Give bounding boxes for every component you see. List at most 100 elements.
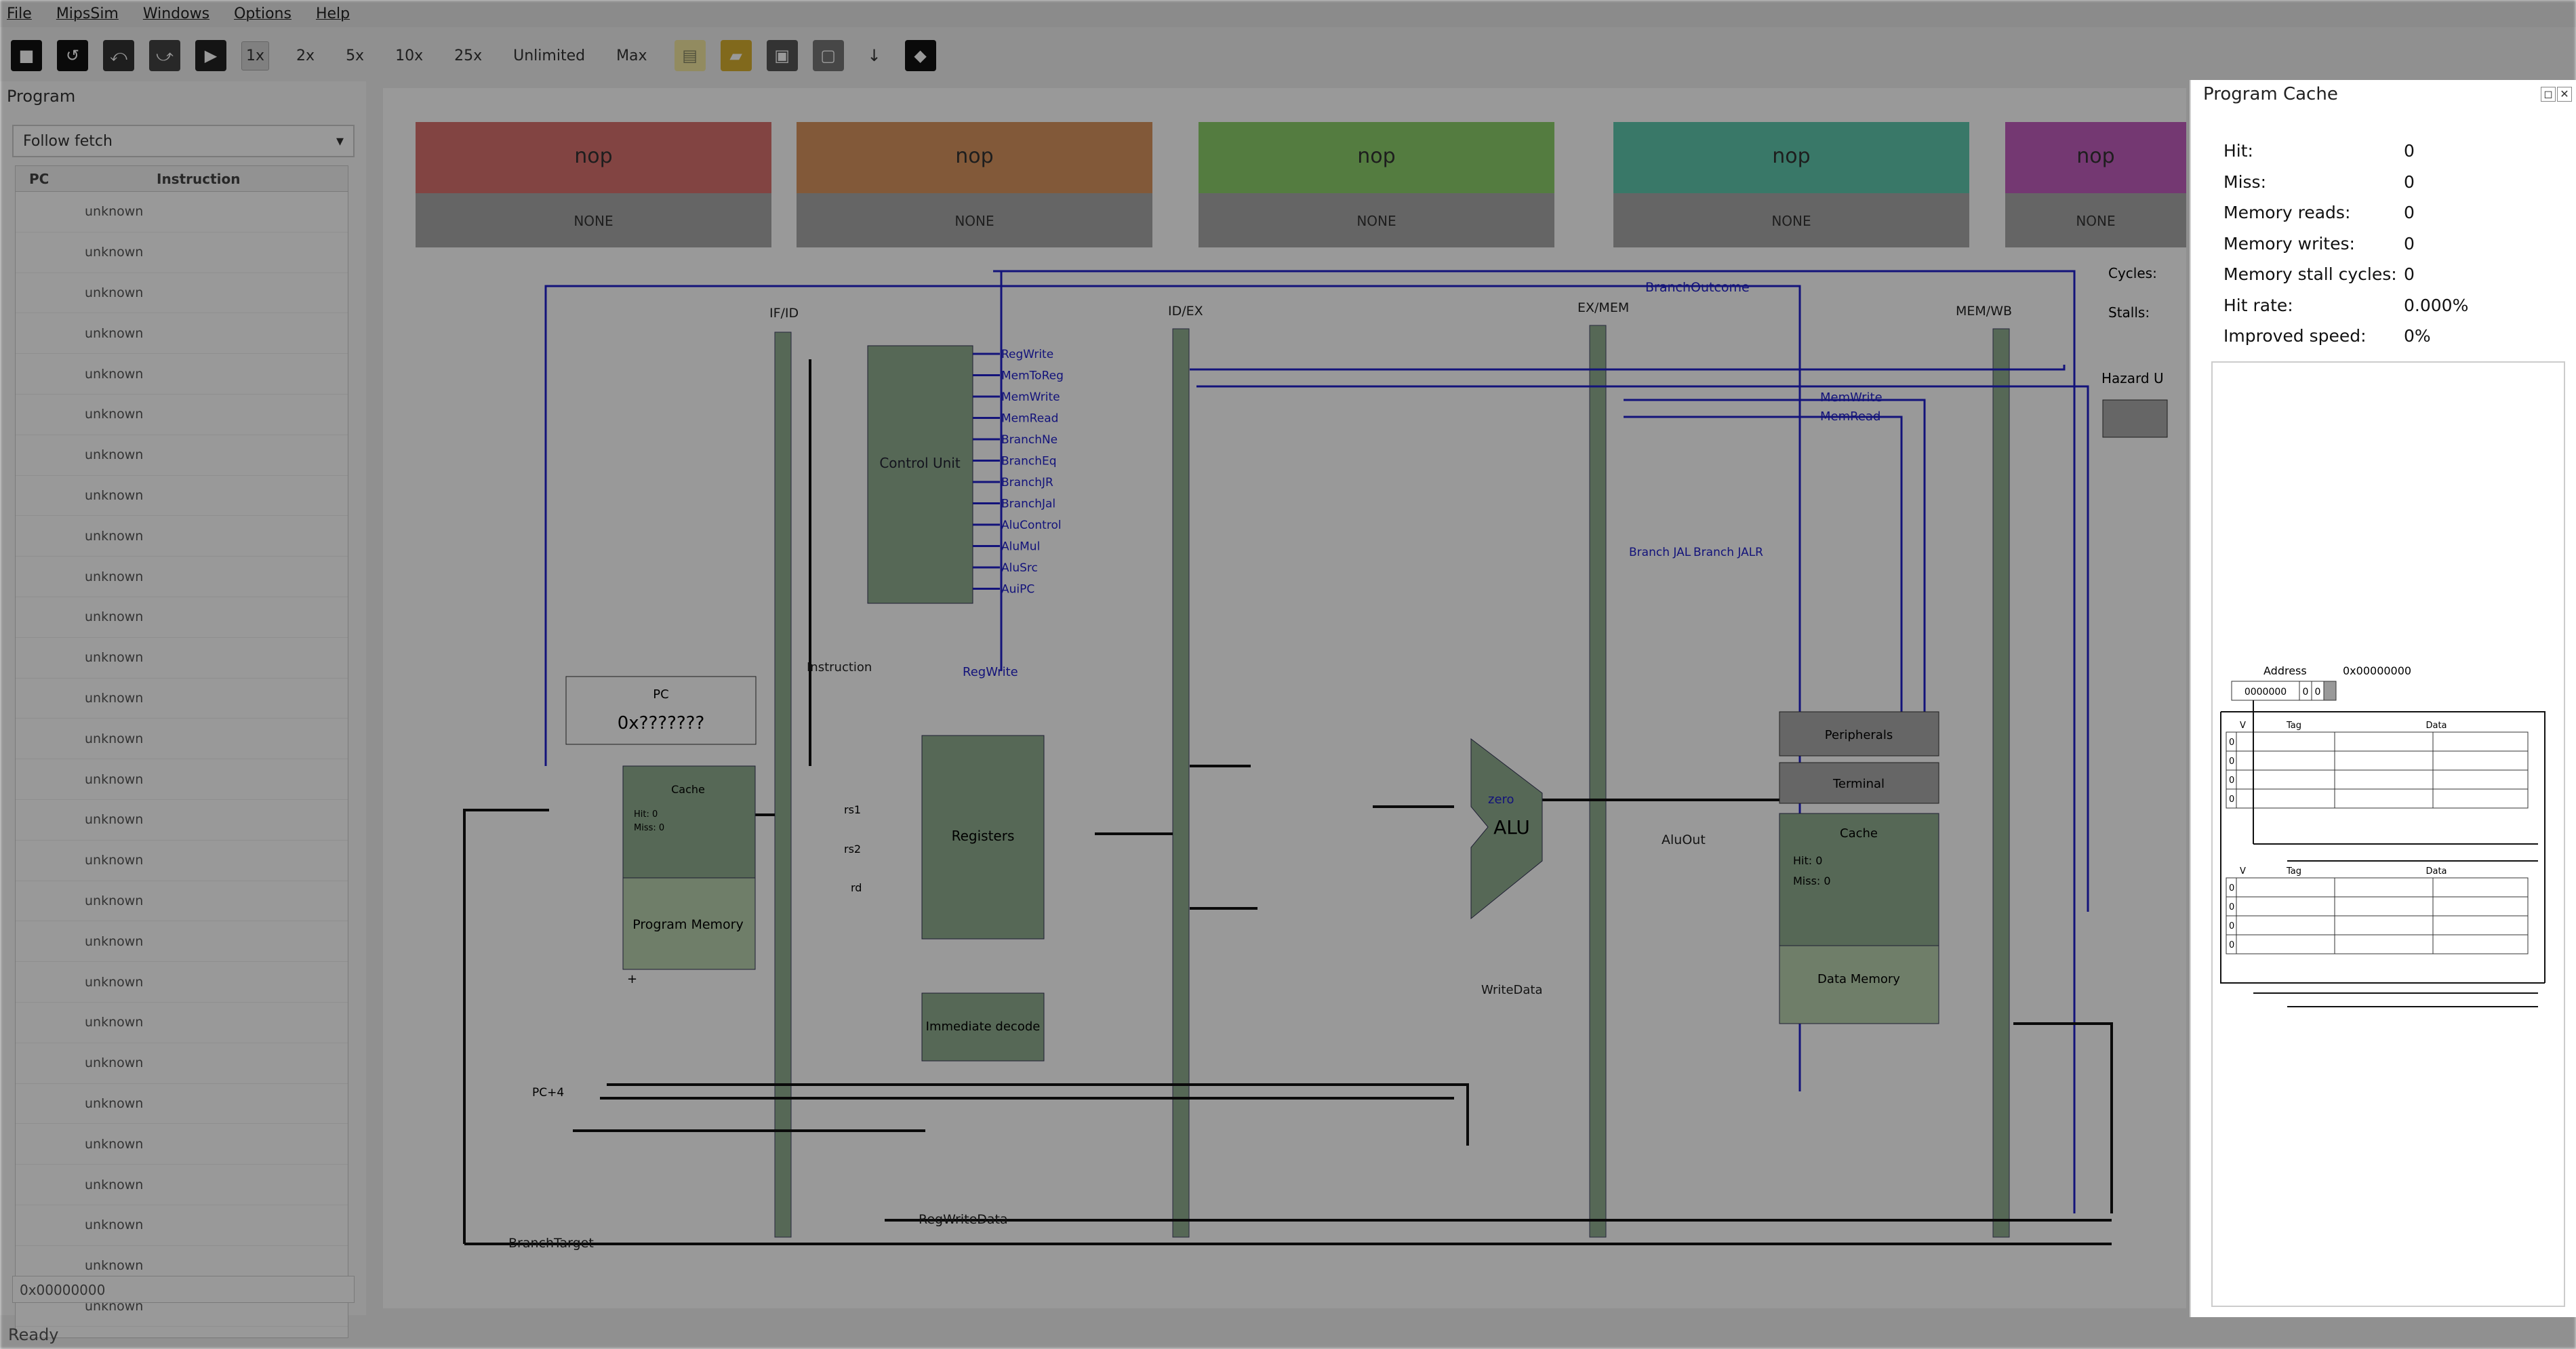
float-icon[interactable]: ◻ xyxy=(2541,87,2556,102)
program-row[interactable]: unknown xyxy=(16,273,348,314)
open-folder-icon[interactable]: ▰ xyxy=(720,40,752,71)
speed-5x[interactable]: 5x xyxy=(346,47,365,64)
speed-25x[interactable]: 25x xyxy=(454,47,483,64)
peripherals-label: Peripherals xyxy=(1825,728,1893,742)
program-row[interactable]: unknown xyxy=(16,638,348,679)
program-row-instruction: unknown xyxy=(85,731,144,746)
save-icon[interactable]: ▣ xyxy=(766,40,798,71)
pin-icon[interactable]: ↓ xyxy=(867,46,881,65)
speed-2x[interactable]: 2x xyxy=(296,47,315,64)
program-row[interactable]: unknown xyxy=(16,1003,348,1043)
speed-unlimited[interactable]: Unlimited xyxy=(513,47,586,64)
program-row[interactable]: unknown xyxy=(16,800,348,841)
memread-label: MemRead xyxy=(1820,409,1880,424)
data-cache-miss: Miss: 0 xyxy=(1793,874,1831,887)
step-icon[interactable]: ⤻ xyxy=(149,40,180,71)
cache-stat-label: Miss: xyxy=(2223,172,2266,192)
menu-file[interactable]: File xyxy=(7,5,32,22)
stage-2-status: NONE xyxy=(1356,213,1396,229)
program-row-instruction: unknown xyxy=(85,771,144,787)
program-row[interactable]: unknown xyxy=(16,962,348,1003)
program-row[interactable]: unknown xyxy=(16,395,348,435)
immediate-decode-label: Immediate decode xyxy=(926,1020,1041,1034)
cache-addr-tag-field xyxy=(2231,681,2300,701)
program-row-instruction: unknown xyxy=(85,690,144,706)
program-row[interactable]: unknown xyxy=(16,192,348,233)
program-row[interactable]: unknown xyxy=(16,1043,348,1084)
program-row-instruction: unknown xyxy=(85,285,144,300)
tag-icon[interactable]: ◆ xyxy=(904,40,936,71)
program-row[interactable]: unknown xyxy=(16,516,348,557)
program-row-instruction: unknown xyxy=(85,204,144,220)
program-row[interactable]: unknown xyxy=(16,1084,348,1125)
new-file-icon[interactable]: ▤ xyxy=(674,40,706,71)
menu-bar: File MipsSim Windows Options Help xyxy=(0,0,2576,27)
cache-way-0-valid-bit: 0 xyxy=(2229,794,2234,805)
close-icon[interactable]: ✕ xyxy=(2557,87,2572,102)
cache-way-1-valid-bit: 0 xyxy=(2229,921,2234,931)
menu-help[interactable]: Help xyxy=(315,5,350,22)
reset-icon[interactable]: ↺ xyxy=(57,40,88,71)
program-row[interactable]: unknown xyxy=(16,557,348,597)
program-row-instruction: unknown xyxy=(85,528,144,544)
cache-way-1-cell xyxy=(2432,915,2529,935)
control-signal-label: BranchJal xyxy=(1001,498,1055,511)
write-data-label: WriteData xyxy=(1481,983,1543,997)
pipeline-register-mem-wb xyxy=(1992,328,2010,1238)
run-icon[interactable]: ▶ xyxy=(195,40,226,71)
program-row[interactable]: unknown xyxy=(16,1205,348,1246)
peripherals-block xyxy=(1779,711,1939,757)
program-row[interactable]: unknown xyxy=(16,921,348,963)
control-signal-label: AluSrc xyxy=(1001,561,1038,575)
menu-windows[interactable]: Windows xyxy=(142,5,210,22)
control-signal-label: MemToReg xyxy=(1001,369,1064,383)
stage-2-instruction: nop xyxy=(1357,144,1395,168)
menu-mipssim[interactable]: MipsSim xyxy=(56,5,119,22)
stage-3-instruction: nop xyxy=(1772,144,1810,168)
control-unit-label: Control Unit xyxy=(879,455,961,471)
program-table-header: PC Instruction xyxy=(16,166,348,192)
menu-options[interactable]: Options xyxy=(234,5,291,22)
cache-way-0-cell xyxy=(2432,788,2529,809)
program-row[interactable]: unknown xyxy=(16,881,348,922)
stop-icon[interactable]: ■ xyxy=(11,40,42,71)
program-row[interactable]: unknown xyxy=(16,435,348,476)
cache-stat-label: Hit rate: xyxy=(2223,295,2293,315)
stage-0-status-box xyxy=(416,193,771,247)
program-row[interactable]: unknown xyxy=(16,313,348,355)
program-row[interactable]: unknown xyxy=(16,354,348,395)
speed-max[interactable]: Max xyxy=(616,47,647,64)
cache-way-1-valid-bit: 0 xyxy=(2229,902,2234,912)
program-row[interactable]: unknown xyxy=(16,233,348,273)
cache-way-0-cell xyxy=(2236,731,2335,752)
pc-value: 0x??????? xyxy=(618,713,705,733)
status-bar: Ready xyxy=(8,1325,59,1344)
cache-stat-value: 0 xyxy=(2404,233,2415,254)
stage-0-instruction: nop xyxy=(574,144,612,168)
cache-way-0-cell xyxy=(2334,788,2434,809)
col-instruction: Instruction xyxy=(157,170,241,187)
program-address-field[interactable]: 0x00000000 xyxy=(12,1276,355,1303)
speed-10x[interactable]: 10x xyxy=(395,47,424,64)
cycles-label: Cycles: xyxy=(2108,265,2157,281)
program-row[interactable]: unknown xyxy=(16,1124,348,1165)
program-row[interactable]: unknown xyxy=(16,1165,348,1205)
program-row[interactable]: unknown xyxy=(16,476,348,517)
program-row[interactable]: unknown xyxy=(16,679,348,719)
control-signal-label: AluControl xyxy=(1001,519,1062,532)
program-row[interactable]: unknown xyxy=(16,841,348,881)
chip-icon[interactable]: ▢ xyxy=(812,40,844,71)
program-row[interactable]: unknown xyxy=(16,597,348,638)
speed-1x[interactable]: 1x xyxy=(241,41,270,71)
label-if-id: IF/ID xyxy=(769,306,799,321)
step-back-icon[interactable]: ⤺ xyxy=(103,40,134,71)
cache-addr-index: 0 xyxy=(2303,687,2309,698)
program-row[interactable]: unknown xyxy=(16,759,348,800)
follow-mode-select[interactable]: Follow fetch▾ xyxy=(12,125,355,157)
program-row[interactable]: unknown xyxy=(16,719,348,760)
terminal-label: Terminal xyxy=(1832,777,1885,791)
cache-way-0-cell xyxy=(2236,750,2335,771)
